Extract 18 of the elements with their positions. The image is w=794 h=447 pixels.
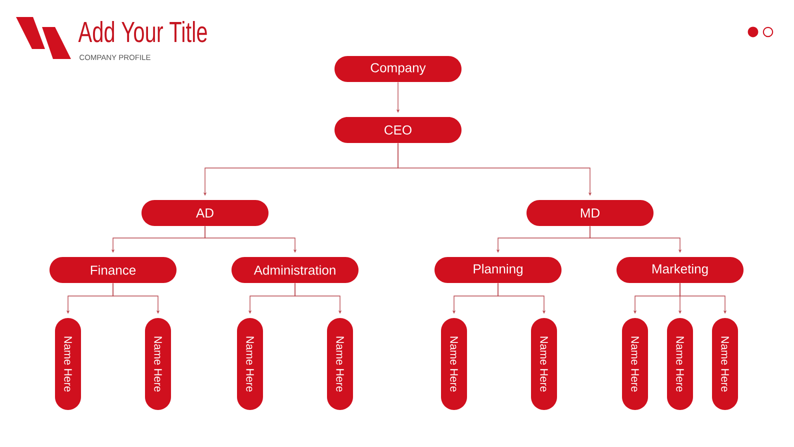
position-box: MD <box>526 200 654 226</box>
position-box: Planning <box>434 257 562 283</box>
name-box: Name Here <box>667 318 693 410</box>
position-box: AD <box>142 200 268 226</box>
position-box: Administration <box>232 257 358 283</box>
name-box: Name Here <box>327 318 353 410</box>
name-box: Name Here <box>237 318 263 410</box>
position-box: CEO <box>334 117 462 143</box>
slide-title: Add Your Title <box>78 20 207 42</box>
position-box: Finance <box>50 257 176 283</box>
name-box: Name Here <box>531 318 557 410</box>
name-box: Name Here <box>712 318 738 410</box>
position-box: Company <box>334 56 462 82</box>
name-box: Name Here <box>441 318 467 410</box>
position-box: Marketing <box>616 257 744 283</box>
name-box: Name Here <box>55 318 81 410</box>
name-box: Name Here <box>622 318 648 410</box>
name-box: Name Here <box>145 318 171 410</box>
